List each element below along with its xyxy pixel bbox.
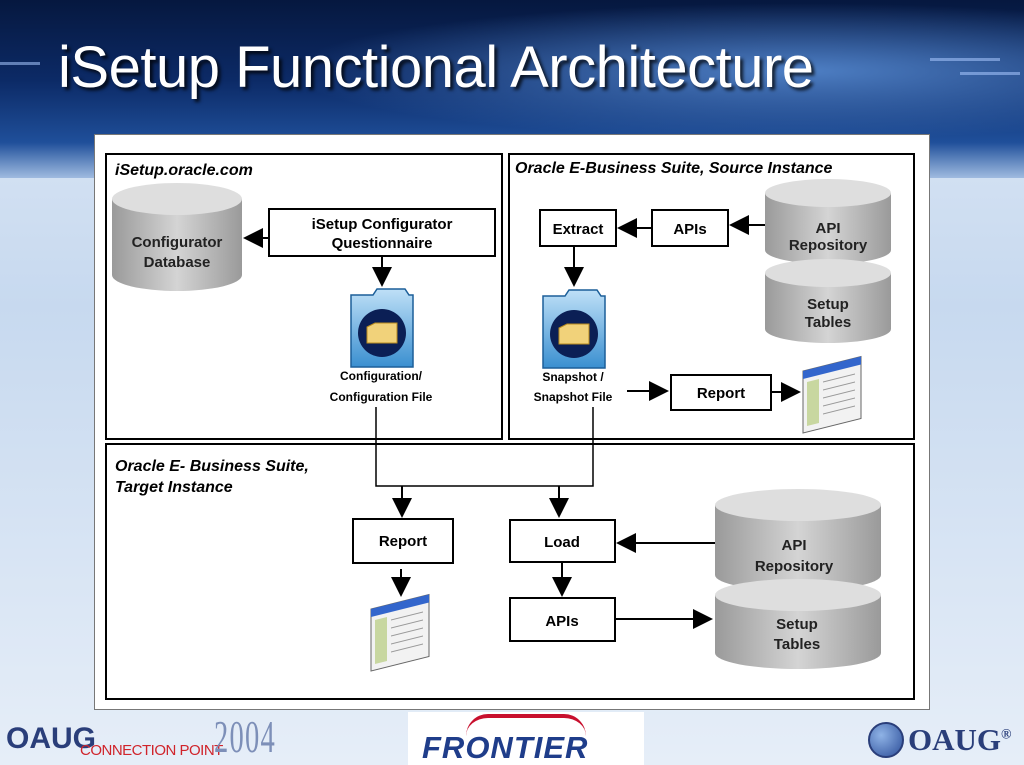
configurator-database-cylinder: Configurator Database bbox=[112, 183, 242, 291]
oaug-right-text: OAUG® bbox=[908, 722, 1012, 757]
target-apis-label: APIs bbox=[545, 613, 578, 630]
target-setup-tables-cylinder: Setup Tables bbox=[715, 579, 881, 669]
source-api-repository-cylinder: API Repository bbox=[765, 179, 891, 264]
footer: OAUG CONNECTION POINT 2004 FRONTIER OAUG… bbox=[0, 711, 1024, 765]
snapshot-file-label-line1: Snapshot / bbox=[542, 370, 604, 384]
source-api-repository-label-line2: Repository bbox=[789, 237, 868, 254]
config-file-label-line2: Configuration File bbox=[330, 390, 433, 404]
panel-isetup-border bbox=[105, 153, 503, 440]
config-file-label-line1: Configuration/ bbox=[340, 369, 423, 383]
configuration-file-icon bbox=[350, 288, 414, 368]
year-text: 2004 bbox=[214, 711, 276, 762]
oaug-right-logo: OAUG® bbox=[868, 720, 1018, 760]
questionnaire-box bbox=[268, 208, 496, 257]
source-report-label: Report bbox=[697, 385, 745, 402]
oaug-connection-point-logo: OAUG CONNECTION POINT 2004 bbox=[6, 711, 306, 765]
target-apis-box bbox=[509, 597, 616, 642]
extract-label: Extract bbox=[553, 221, 604, 238]
source-apis-label: APIs bbox=[673, 221, 706, 238]
connector-config-file bbox=[375, 407, 402, 487]
oaug-left-text: OAUG bbox=[6, 722, 96, 755]
target-api-repository-cylinder: API Repository bbox=[715, 489, 881, 591]
target-api-repository-label-line2: Repository bbox=[755, 558, 834, 575]
source-setup-tables-label-line2: Tables bbox=[805, 314, 851, 331]
target-report-document-icon bbox=[370, 593, 430, 672]
architecture-diagram: iSetup.oracle.com Oracle E-Business Suit… bbox=[105, 153, 915, 700]
panel-target-border bbox=[105, 443, 915, 700]
source-setup-tables-cylinder: Setup Tables bbox=[765, 259, 891, 343]
connector-snapshot-file bbox=[402, 407, 594, 487]
source-api-repository-label-line1: API bbox=[815, 220, 840, 237]
slide-title: iSetup Functional Architecture bbox=[58, 35, 814, 100]
diagram-frame: iSetup.oracle.com Oracle E-Business Suit… bbox=[94, 134, 930, 710]
snapshot-file-icon bbox=[542, 289, 606, 369]
target-report-box bbox=[352, 518, 454, 564]
source-apis-box bbox=[651, 209, 729, 247]
header-decor-line bbox=[960, 72, 1020, 75]
source-setup-tables-label-line1: Setup bbox=[807, 296, 849, 313]
load-label: Load bbox=[544, 534, 580, 551]
frontier-logo: FRONTIER bbox=[408, 712, 644, 765]
panel-source-title: Oracle E-Business Suite, Source Instance bbox=[515, 160, 833, 177]
target-setup-tables-label-line1: Setup bbox=[776, 616, 818, 633]
header-decor-line bbox=[930, 58, 1000, 61]
questionnaire-label-line2: Questionnaire bbox=[332, 235, 433, 252]
target-setup-tables-label-line2: Tables bbox=[774, 636, 820, 653]
header-decor-line bbox=[0, 62, 40, 65]
frontier-text: FRONTIER bbox=[422, 730, 589, 765]
source-report-box bbox=[670, 374, 772, 411]
questionnaire-label-line1: iSetup Configurator bbox=[312, 216, 453, 233]
globe-icon bbox=[868, 722, 904, 758]
target-report-label: Report bbox=[379, 533, 427, 550]
registered-mark: ® bbox=[1001, 727, 1012, 743]
load-box bbox=[509, 519, 616, 563]
configurator-database-label-line1: Configurator bbox=[132, 234, 223, 251]
panel-isetup-title: iSetup.oracle.com bbox=[115, 162, 253, 179]
connection-point-text: CONNECTION POINT bbox=[80, 742, 223, 759]
extract-box bbox=[539, 209, 617, 247]
configurator-database-label-line2: Database bbox=[144, 254, 211, 271]
frontier-swoosh-icon bbox=[466, 714, 586, 736]
snapshot-file-label-line2: Snapshot File bbox=[534, 390, 613, 404]
target-api-repository-label-line1: API bbox=[781, 537, 806, 554]
panel-target-title-line1: Oracle E- Business Suite, bbox=[115, 458, 309, 475]
panel-target-title-line2: Target Instance bbox=[115, 479, 233, 496]
report-document-icon bbox=[802, 355, 862, 434]
panel-source-border bbox=[508, 153, 915, 440]
